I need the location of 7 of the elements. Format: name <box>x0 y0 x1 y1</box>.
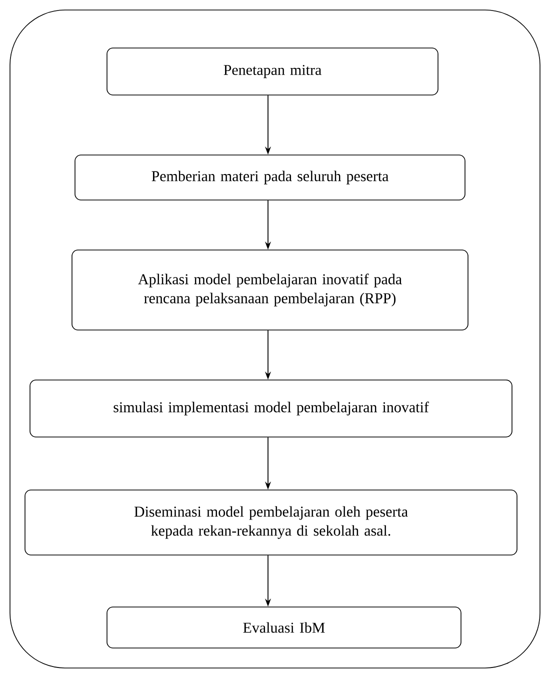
process-box: Aplikasi model pembelajaran inovatif pada rencana pelaksanaan pembelajaran (RPP) <box>72 250 468 330</box>
process-box: Penetapan mitra <box>106 48 438 96</box>
process-box: Diseminasi model pembelajaran oleh peserta kepada rekan-rekannya di sekolah asal. <box>24 490 518 556</box>
process-box: Evaluasi IbM <box>106 606 462 648</box>
process-box: simulasi implementasi model pembelajaran inovatif <box>30 380 512 438</box>
process-box: Pemberian materi pada seluruh peserta <box>74 154 466 200</box>
frame-box <box>10 10 540 668</box>
